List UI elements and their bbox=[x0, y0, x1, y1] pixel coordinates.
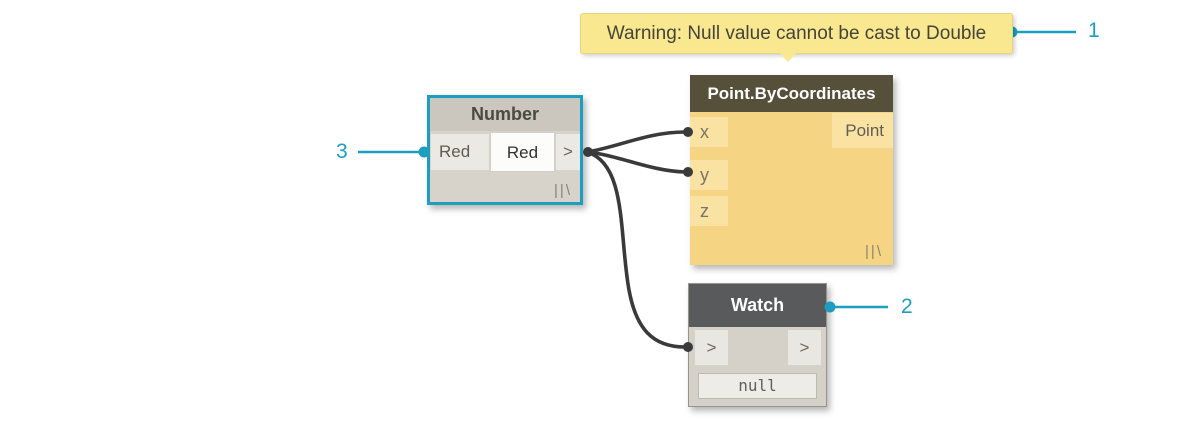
callout-number-2: 2 bbox=[901, 295, 913, 318]
node-number[interactable]: Number Red Red > ||\ bbox=[427, 95, 583, 205]
wire-number-to-point-y[interactable] bbox=[585, 150, 687, 174]
node-number-input-port[interactable]: Red bbox=[431, 134, 489, 170]
node-point-input-port-y[interactable]: y bbox=[690, 160, 728, 190]
lacing-icon[interactable]: ||\ bbox=[865, 243, 883, 260]
warning-text: Warning: Null value cannot be cast to Do… bbox=[606, 22, 987, 44]
callout-number-3: 3 bbox=[336, 140, 348, 163]
wire-number-to-point-x[interactable] bbox=[585, 130, 687, 154]
callout-number-1: 1 bbox=[1088, 19, 1100, 42]
tooltip-arrow-icon bbox=[779, 52, 797, 62]
node-point-input-port-z[interactable]: z bbox=[690, 196, 728, 226]
node-point-output-port[interactable]: Point bbox=[832, 113, 893, 148]
node-point-bycoordinates[interactable]: Point.ByCoordinates x y z Point ||\ bbox=[690, 75, 893, 265]
node-number-value-input[interactable]: Red bbox=[490, 132, 555, 172]
node-watch-output-port[interactable]: > bbox=[788, 330, 821, 365]
node-point-input-port-x[interactable]: x bbox=[690, 117, 728, 147]
node-number-output-port[interactable]: > bbox=[556, 134, 580, 170]
wire-number-to-watch[interactable] bbox=[585, 150, 687, 349]
lacing-icon[interactable]: ||\ bbox=[554, 182, 572, 199]
node-watch-value: null bbox=[698, 373, 817, 399]
node-number-header[interactable]: Number bbox=[430, 98, 580, 131]
node-watch-input-port[interactable]: > bbox=[695, 330, 728, 365]
node-watch[interactable]: Watch > > null bbox=[688, 283, 827, 407]
node-point-header[interactable]: Point.ByCoordinates bbox=[690, 75, 893, 112]
warning-tooltip: Warning: Null value cannot be cast to Do… bbox=[580, 13, 1013, 62]
node-watch-header[interactable]: Watch bbox=[689, 284, 826, 327]
